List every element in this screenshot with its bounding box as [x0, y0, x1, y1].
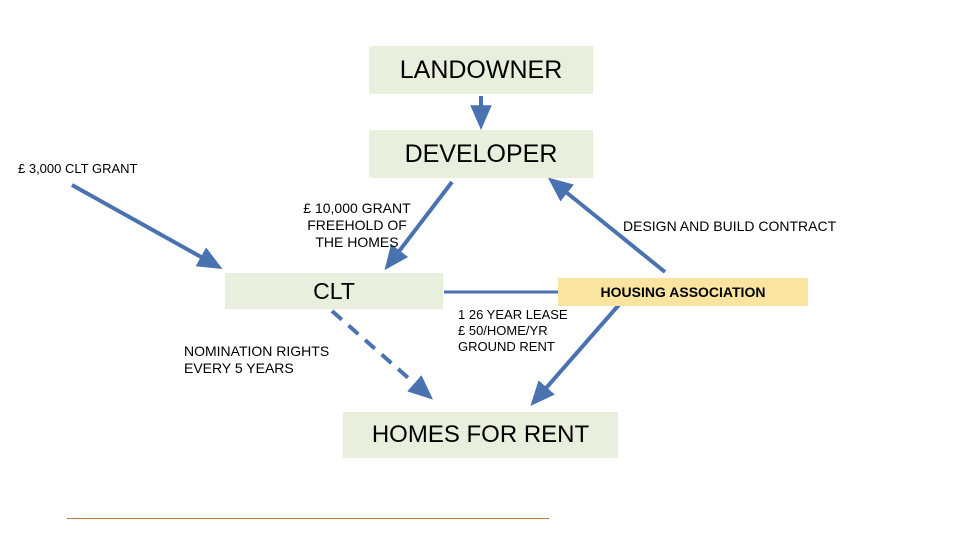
- arrow-developer-to-clt: [384, 180, 454, 271]
- label-nomination-rights: NOMINATION RIGHTS EVERY 5 YEARS: [184, 343, 330, 377]
- footer-divider: [67, 518, 549, 519]
- label-grant-freehold: £ 10,000 GRANT FREEHOLD OF THE HOMES: [303, 200, 411, 251]
- arrow-housing-association-to-developer: [547, 177, 667, 274]
- node-homes-for-rent[interactable]: HOMES FOR RENT: [343, 412, 618, 458]
- node-housing-association[interactable]: HOUSING ASSOCIATION: [558, 278, 808, 306]
- label-design-and-build-contract: DESIGN AND BUILD CONTRACT: [623, 218, 837, 234]
- node-homes-for-rent-label: HOMES FOR RENT: [371, 421, 590, 448]
- arrow-housing-association-to-homes: [530, 297, 626, 407]
- label-lease-terms: 1 26 YEAR LEASE £ 50/HOME/YR GROUND RENT: [458, 307, 568, 354]
- node-landowner-label: LANDOWNER: [399, 55, 563, 84]
- node-clt-label: CLT: [313, 277, 355, 304]
- arrow-grant-to-clt: [71, 183, 223, 269]
- node-clt[interactable]: CLT: [225, 273, 443, 309]
- node-developer[interactable]: DEVELOPER: [369, 130, 593, 178]
- node-housing-association-label: HOUSING ASSOCIATION: [600, 284, 766, 300]
- node-landowner[interactable]: LANDOWNER: [369, 46, 593, 94]
- label-clt-grant: £ 3,000 CLT GRANT: [18, 161, 138, 176]
- node-developer-label: DEVELOPER: [404, 139, 558, 168]
